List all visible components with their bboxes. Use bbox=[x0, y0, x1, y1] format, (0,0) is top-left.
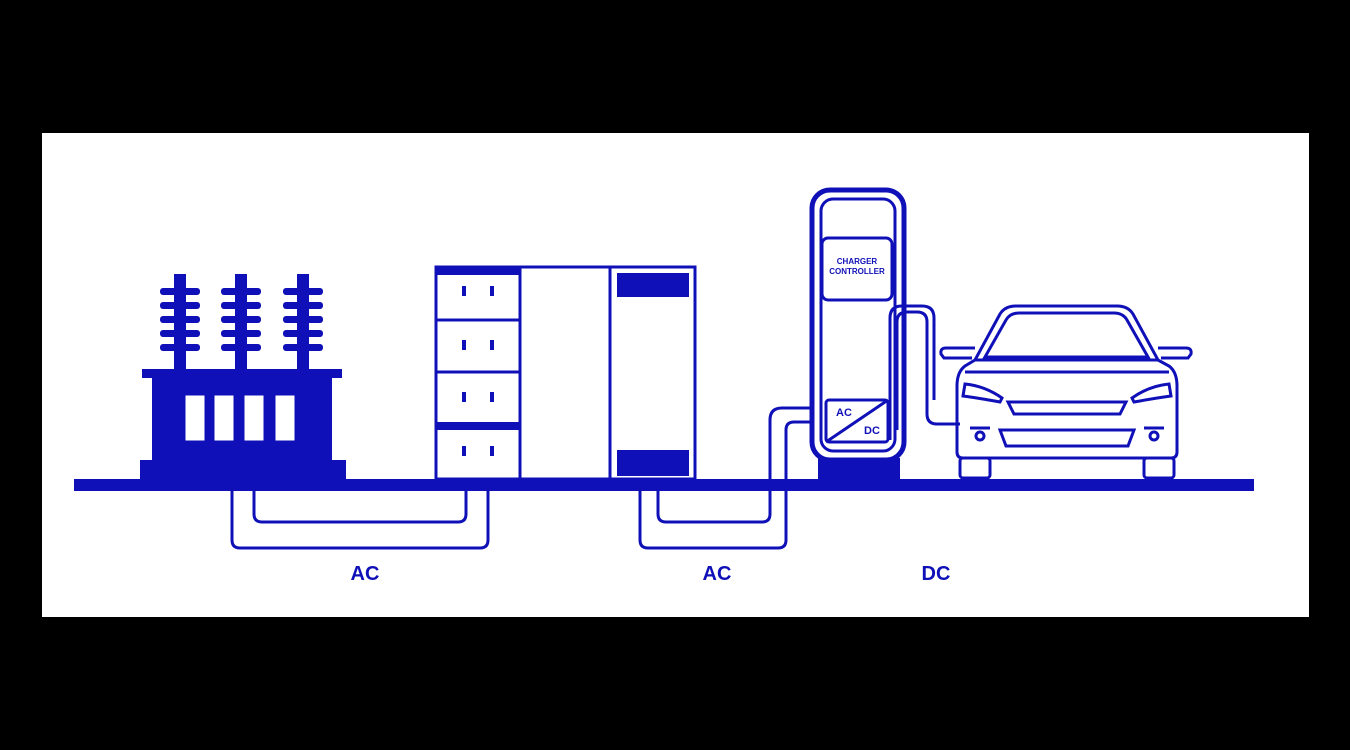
car-icon bbox=[939, 304, 1193, 480]
ac-label-mid: AC bbox=[703, 563, 732, 585]
ac-cable-mid bbox=[638, 406, 820, 550]
switchgear-cabinet-icon bbox=[434, 265, 697, 481]
ac-label-left: AC bbox=[351, 563, 380, 585]
charging-cable bbox=[895, 310, 960, 430]
charger-controller-screen bbox=[820, 236, 894, 302]
converter-dc-label: DC bbox=[864, 425, 880, 437]
dc-label: DC bbox=[922, 563, 951, 585]
charger-controller-label-line1: CHARGER bbox=[837, 257, 878, 266]
ev-charger-icon bbox=[809, 187, 907, 479]
converter-ac-label: AC bbox=[836, 407, 852, 419]
transformer-icon bbox=[140, 274, 346, 480]
ac-cable-left bbox=[230, 491, 490, 550]
ground-line bbox=[74, 479, 1254, 491]
charger-controller-label-line2: CONTROLLER bbox=[829, 267, 885, 276]
